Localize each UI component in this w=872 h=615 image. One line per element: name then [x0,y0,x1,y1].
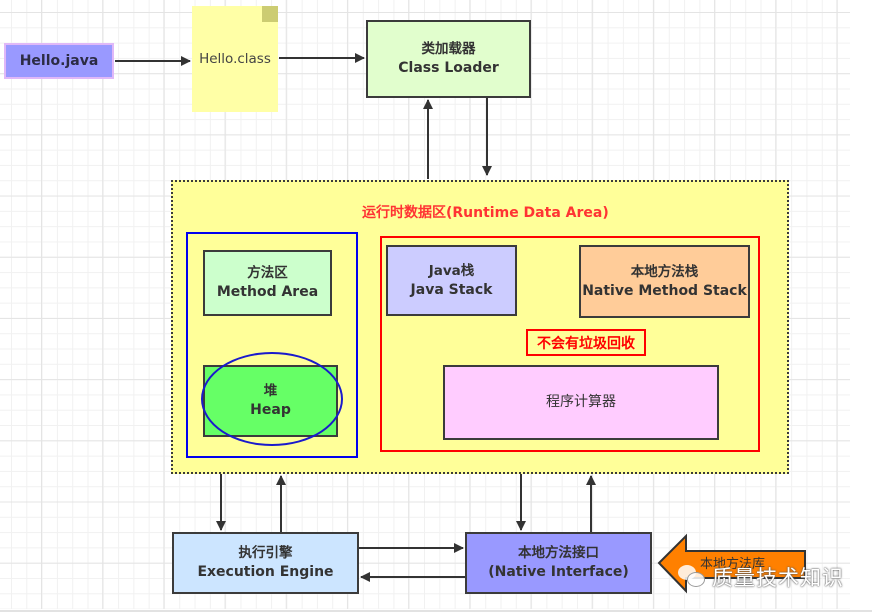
no-gc-label: 不会有垃圾回收 [537,335,635,352]
hello-class-node[interactable]: Hello.class [192,6,278,112]
class-loader-zh: 类加载器 [421,41,476,57]
execution-engine-en: Execution Engine [197,564,334,580]
method-area-node[interactable]: 方法区 Method Area [203,250,332,316]
thread-shared-frame [186,232,358,458]
native-method-stack-zh: 本地方法栈 [630,263,699,280]
wechat-icon [678,565,706,589]
page-fold-icon [262,6,278,22]
pc-register-node[interactable]: 程序计算器 [443,365,719,440]
method-area-en: Method Area [216,284,319,300]
native-interface-zh: 本地方法接口 [518,545,599,561]
class-loader-node[interactable]: 类加载器 Class Loader [366,20,531,98]
native-interface-en: (Native Interface) [488,564,629,580]
runtime-data-area-title: 运行时数据区(Runtime Data Area) [362,205,609,221]
hello-java-label: Hello.java [19,52,99,69]
execution-engine-node[interactable]: 执行引擎 Execution Engine [172,532,359,594]
execution-engine-zh: 执行引擎 [238,545,293,561]
native-library-label: 本地方法库 [700,557,766,572]
native-interface-node[interactable]: 本地方法接口 (Native Interface) [465,532,652,594]
native-method-stack-en: Native Method Stack [582,282,747,299]
thread-private-frame [380,236,760,452]
java-stack-zh: Java栈 [428,262,475,279]
hello-class-label: Hello.class [199,50,271,67]
java-stack-node[interactable]: Java栈 Java Stack [386,245,517,316]
native-method-stack-node[interactable]: 本地方法栈 Native Method Stack [579,245,750,318]
pc-register-label: 程序计算器 [546,394,616,410]
hello-java-node[interactable]: Hello.java [4,43,114,79]
java-stack-en: Java Stack [410,281,493,298]
canvas-bottom-border [0,610,872,612]
watermark-text: 质量技术知识 [712,566,844,590]
watermark: 质量技术知识 [678,562,844,592]
no-gc-note: 不会有垃圾回收 [526,329,646,356]
heap-highlight-ellipse [201,352,343,446]
class-loader-en: Class Loader [398,60,499,76]
method-area-zh: 方法区 [247,265,288,281]
